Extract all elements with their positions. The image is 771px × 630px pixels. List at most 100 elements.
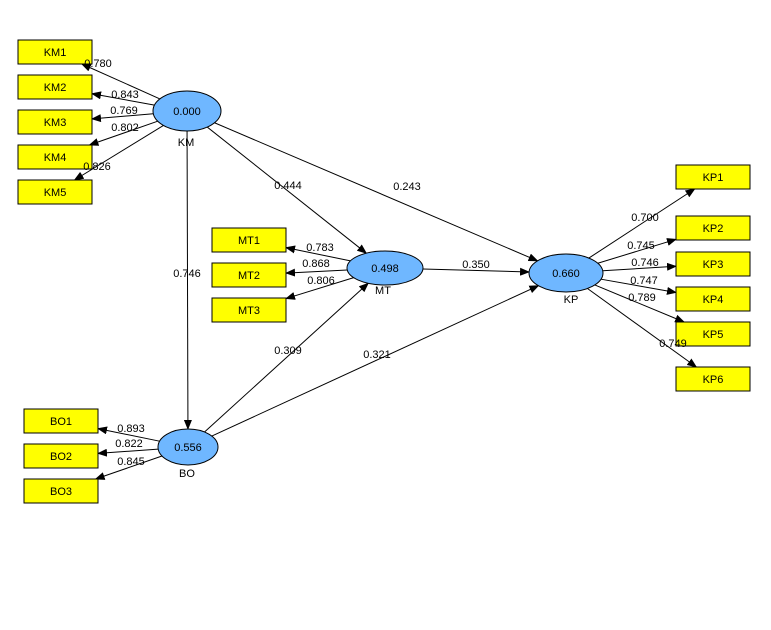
indicator-box (675, 286, 751, 312)
indicator-box (17, 39, 93, 65)
construct-name: KM (178, 137, 195, 149)
indicator-bo2[interactable]: BO2 (23, 443, 99, 469)
loading-arrow-km1 (80, 63, 161, 100)
edges-layer (73, 63, 698, 480)
indicator-km2[interactable]: KM2 (17, 74, 93, 100)
indicator-box (675, 164, 751, 190)
loading-arrow-mt1 (285, 245, 351, 262)
indicator-box (211, 297, 287, 323)
indicator-bo1[interactable]: BO1 (23, 408, 99, 434)
path-coefficient-bo-kp: 0.321 (363, 349, 391, 361)
path-arrow-mt-kp (422, 267, 531, 276)
indicator-label: MT3 (238, 305, 260, 317)
r-squared-value: 0.556 (174, 442, 202, 454)
path-arrow-bo-mt (204, 282, 369, 433)
loading-label-km5: 0.826 (83, 161, 111, 173)
construct-name: KP (564, 294, 579, 306)
indicator-box (675, 366, 751, 392)
loading-label-km3: 0.769 (110, 105, 138, 117)
indicator-kp5[interactable]: KP5 (675, 321, 751, 347)
loading-arrow-mt2 (285, 268, 348, 277)
loading-label-kp1: 0.700 (631, 212, 659, 224)
loading-arrow-bo2 (97, 448, 159, 457)
construct-name: MT (375, 285, 391, 297)
r-squared-value: 0.498 (371, 263, 399, 275)
indicator-box (17, 179, 93, 205)
indicator-box (23, 478, 99, 504)
indicator-bo3[interactable]: BO3 (23, 478, 99, 504)
indicator-label: BO3 (50, 486, 72, 498)
path-arrow-km-bo (183, 130, 192, 431)
indicator-label: BO2 (50, 451, 72, 463)
loading-arrow-km3 (91, 113, 154, 123)
path-coefficient-km-mt: 0.444 (274, 180, 302, 192)
indicator-label: KM3 (44, 117, 67, 129)
loading-label-kp5: 0.789 (628, 292, 656, 304)
indicator-kp6[interactable]: KP6 (675, 366, 751, 392)
indicator-label: MT1 (238, 235, 260, 247)
path-coefficient-mt-kp: 0.350 (462, 259, 490, 271)
indicator-label: KM4 (44, 152, 67, 164)
loading-arrow-mt3 (285, 277, 354, 300)
loading-arrow-km2 (91, 91, 155, 106)
indicator-kp1[interactable]: KP1 (675, 164, 751, 190)
nodes-layer: KM1KM2KM3KM4KM5MT1MT2MT3KP1KP2KP3KP4KP5K… (17, 39, 751, 504)
r-squared-value: 0.000 (173, 106, 201, 118)
path-arrow-km-kp (214, 122, 539, 262)
indicator-label: BO1 (50, 416, 72, 428)
indicator-box (675, 321, 751, 347)
indicator-km3[interactable]: KM3 (17, 109, 93, 135)
loading-arrow-kp1 (588, 188, 696, 259)
indicator-kp2[interactable]: KP2 (675, 215, 751, 241)
indicator-box (211, 227, 287, 253)
loading-arrow-kp6 (587, 288, 698, 368)
edge-labels-layer: 0.780 0.843 0.769 0.802 0.826 0.783 0.868 0.806… (83, 58, 687, 468)
loading-arrow-bo1 (97, 426, 160, 442)
indicator-mt2[interactable]: MT2 (211, 262, 287, 288)
loading-label-kp3: 0.746 (631, 257, 659, 269)
loading-label-km4: 0.802 (111, 122, 139, 134)
loading-label-bo3: 0.845 (117, 456, 145, 468)
construct-ellipse (152, 90, 222, 132)
indicator-box (23, 443, 99, 469)
loading-arrow-kp3 (602, 262, 677, 272)
indicator-box (23, 408, 99, 434)
loading-label-km1: 0.780 (84, 58, 112, 70)
loading-label-mt2: 0.868 (302, 258, 330, 270)
loading-label-kp6: 0.749 (659, 338, 687, 350)
construct-ellipse (346, 250, 424, 286)
loading-label-km2: 0.843 (111, 89, 139, 101)
indicator-box (17, 109, 93, 135)
loading-arrow-kp4 (600, 278, 677, 295)
indicator-label: KP1 (703, 172, 724, 184)
loading-label-mt1: 0.783 (306, 242, 334, 254)
construct-ellipse (157, 428, 219, 466)
indicator-mt3[interactable]: MT3 (211, 297, 287, 323)
indicator-kp3[interactable]: KP3 (675, 251, 751, 277)
loading-arrow-kp5 (594, 284, 686, 323)
indicator-mt1[interactable]: MT1 (211, 227, 287, 253)
indicator-label: KP5 (703, 329, 724, 341)
loading-label-kp2: 0.745 (627, 240, 655, 252)
indicator-km5[interactable]: KM5 (17, 179, 93, 205)
loading-label-mt3: 0.806 (307, 275, 335, 287)
path-arrow-bo-kp (211, 285, 540, 437)
path-coefficient-km-bo: 0.746 (173, 268, 201, 280)
loading-arrow-kp2 (597, 238, 677, 264)
loading-label-bo1: 0.893 (117, 423, 145, 435)
indicator-km4[interactable]: KM4 (17, 144, 93, 170)
path-coefficient-bo-mt: 0.309 (274, 345, 302, 357)
indicator-km1[interactable]: KM1 (17, 39, 93, 65)
indicator-label: KM1 (44, 47, 67, 59)
loading-arrow-km4 (88, 120, 158, 146)
indicator-box (675, 251, 751, 277)
path-arrow-km-mt (206, 126, 368, 254)
indicator-label: KP4 (703, 294, 724, 306)
indicator-kp4[interactable]: KP4 (675, 286, 751, 312)
construct-name: BO (179, 468, 195, 480)
